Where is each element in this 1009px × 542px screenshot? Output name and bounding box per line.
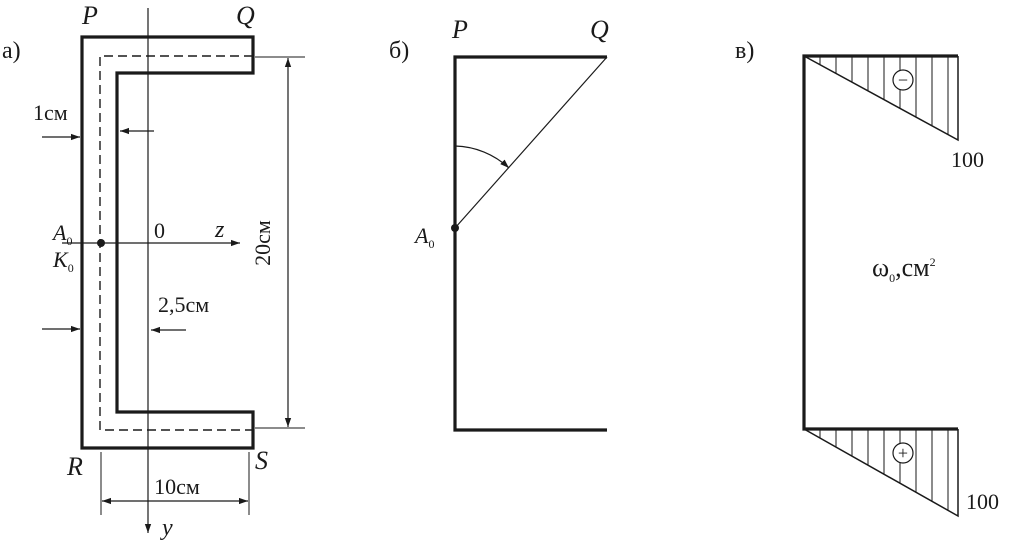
channel-outline <box>80 35 255 450</box>
minus-sign-icon: − <box>898 70 908 90</box>
panel-b: б) P Q A0 <box>389 15 609 432</box>
thickness-label: 1см <box>33 100 68 125</box>
pole-a-label: A0 <box>51 220 72 248</box>
plus-sign-icon: + <box>898 443 908 463</box>
sweep-arc <box>454 145 510 169</box>
pole-point-a <box>97 239 105 247</box>
point-s-label: S <box>255 446 268 475</box>
pole-point-b <box>451 224 459 232</box>
panel-c: в) − <box>735 38 999 518</box>
radius-vector-line <box>454 56 608 229</box>
y-axis-label: y <box>160 515 173 541</box>
point-p-label: P <box>81 1 98 30</box>
plus-sign-circle <box>892 442 914 464</box>
z-axis-label: z <box>214 217 225 243</box>
point-p-label-b: P <box>451 15 468 44</box>
origin-label: 0 <box>154 218 165 243</box>
bottom-triangle-outline <box>803 428 959 518</box>
panel-b-label: б) <box>389 38 409 64</box>
point-q-label: Q <box>236 1 255 30</box>
value-bottom: 100 <box>966 489 999 514</box>
diagram-base-contour <box>802 54 958 431</box>
panel-a-label: а) <box>2 38 21 64</box>
point-r-label: R <box>66 452 83 481</box>
offset-label: 2,5см <box>158 292 209 317</box>
top-triangle-outline <box>803 55 959 142</box>
minus-sign-circle <box>892 69 914 91</box>
height-label: 20см <box>250 220 275 266</box>
quantity-label: ω0,см2 <box>872 253 936 285</box>
value-top: 100 <box>951 147 984 172</box>
width-label: 10см <box>154 474 200 499</box>
panel-a: а) P Q R S 0 z y A0 K0 <box>2 1 305 541</box>
point-q-label-b: Q <box>590 15 609 44</box>
midline-contour <box>453 55 607 432</box>
pole-a-label-b: A0 <box>413 223 434 251</box>
top-hatching <box>819 56 949 140</box>
panel-c-label: в) <box>735 38 754 64</box>
pole-k-label: K0 <box>52 247 74 275</box>
